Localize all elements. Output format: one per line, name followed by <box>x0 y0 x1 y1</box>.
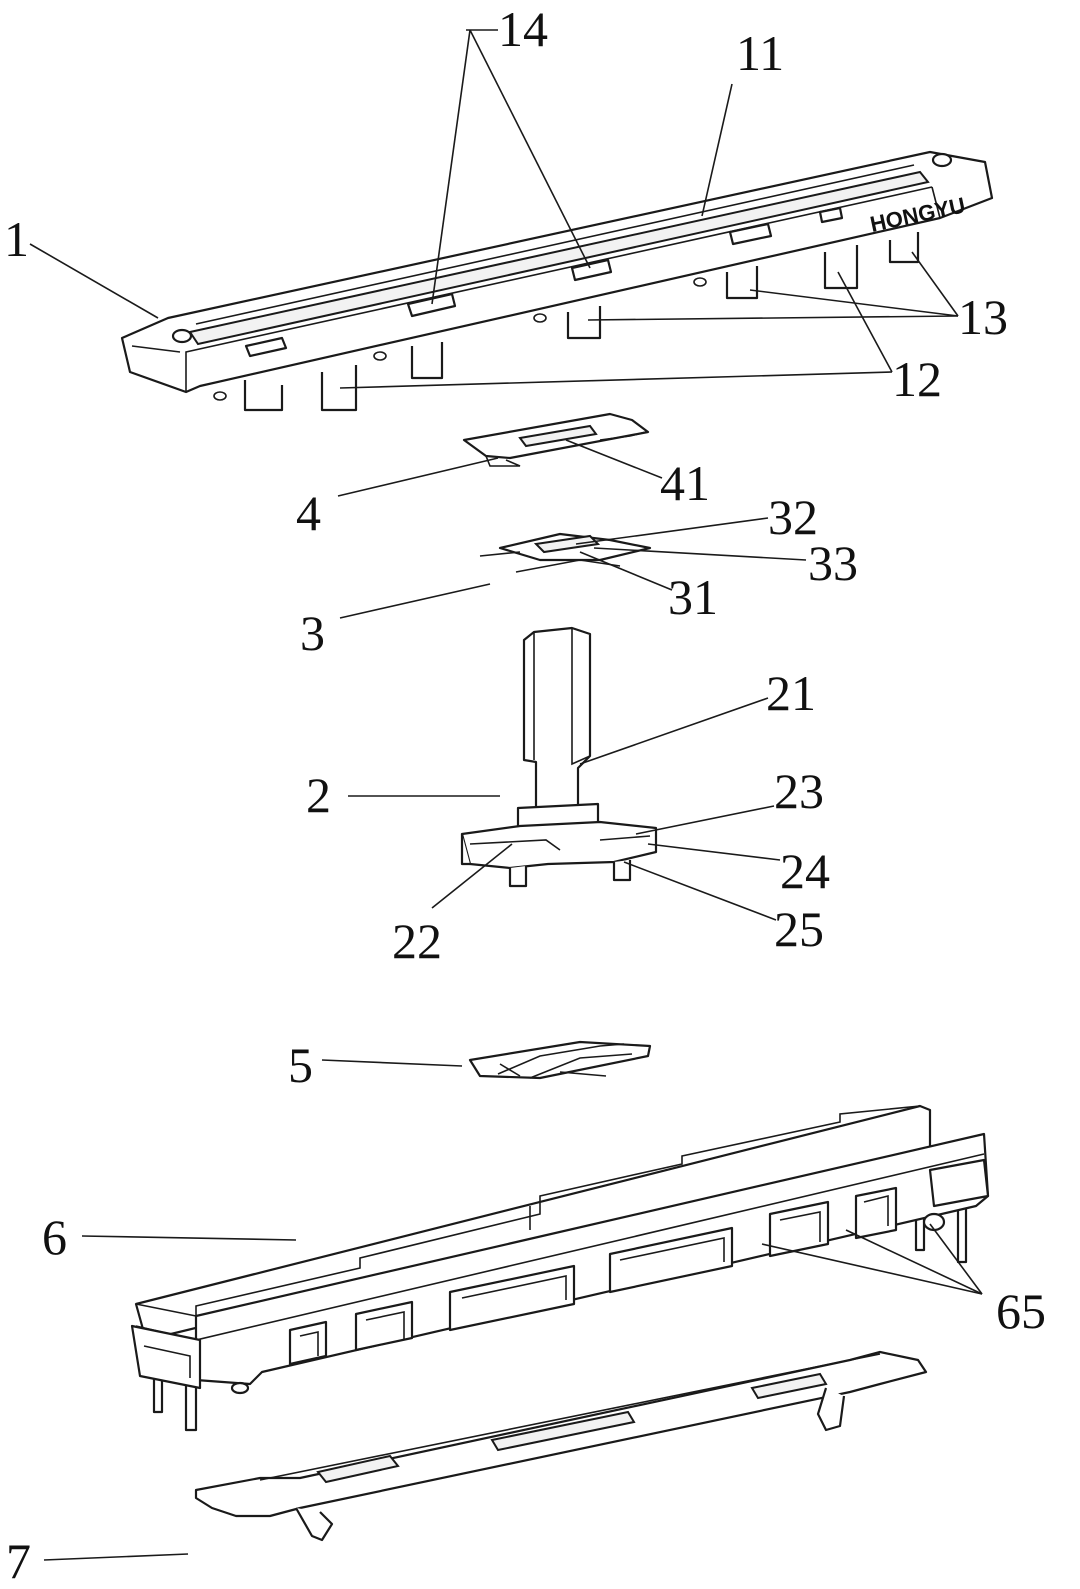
part-4-plate <box>462 412 650 467</box>
slot-right <box>750 1372 828 1400</box>
slot-left <box>316 1454 400 1484</box>
part-5-brush <box>468 1040 652 1080</box>
label-4: 4 <box>296 485 321 541</box>
window-1 <box>288 1320 328 1366</box>
label-7: 7 <box>6 1533 31 1589</box>
label-1: 1 <box>4 211 29 267</box>
window-5 <box>768 1200 830 1258</box>
part-3-spring <box>479 532 652 573</box>
label-14: 14 <box>498 1 548 57</box>
label-32: 32 <box>768 489 818 545</box>
window-3 <box>448 1264 576 1332</box>
slot-middle <box>490 1410 636 1452</box>
label-23: 23 <box>774 763 824 819</box>
label-22: 22 <box>392 913 442 969</box>
end-hole-right <box>931 152 953 168</box>
label-11: 11 <box>736 25 784 81</box>
part-6-housing <box>130 1104 990 1432</box>
label-31: 31 <box>668 569 718 625</box>
slider-base <box>460 820 658 870</box>
label-21: 21 <box>766 665 816 721</box>
label-13: 13 <box>958 289 1008 345</box>
label-6: 6 <box>42 1209 67 1265</box>
label-12: 12 <box>892 351 942 407</box>
cover-slot <box>188 170 930 346</box>
label-65: 65 <box>996 1283 1046 1339</box>
label-3: 3 <box>300 605 325 661</box>
window-6 <box>854 1186 898 1240</box>
part-7-base-plate <box>194 1350 928 1542</box>
leader-lines <box>29 29 983 1561</box>
label-24: 24 <box>780 843 830 899</box>
label-2: 2 <box>306 767 331 823</box>
label-33: 33 <box>808 535 858 591</box>
label-41: 41 <box>660 455 710 511</box>
reference-numerals: 1 14 11 13 12 4 41 32 33 31 3 21 2 23 24… <box>4 1 1046 1589</box>
part-2-slider <box>460 626 658 888</box>
end-hole-left <box>171 328 193 344</box>
label-5: 5 <box>288 1037 313 1093</box>
label-25: 25 <box>774 901 824 957</box>
window-4 <box>608 1226 734 1294</box>
part-1-top-cover: HONGYU <box>120 150 994 412</box>
